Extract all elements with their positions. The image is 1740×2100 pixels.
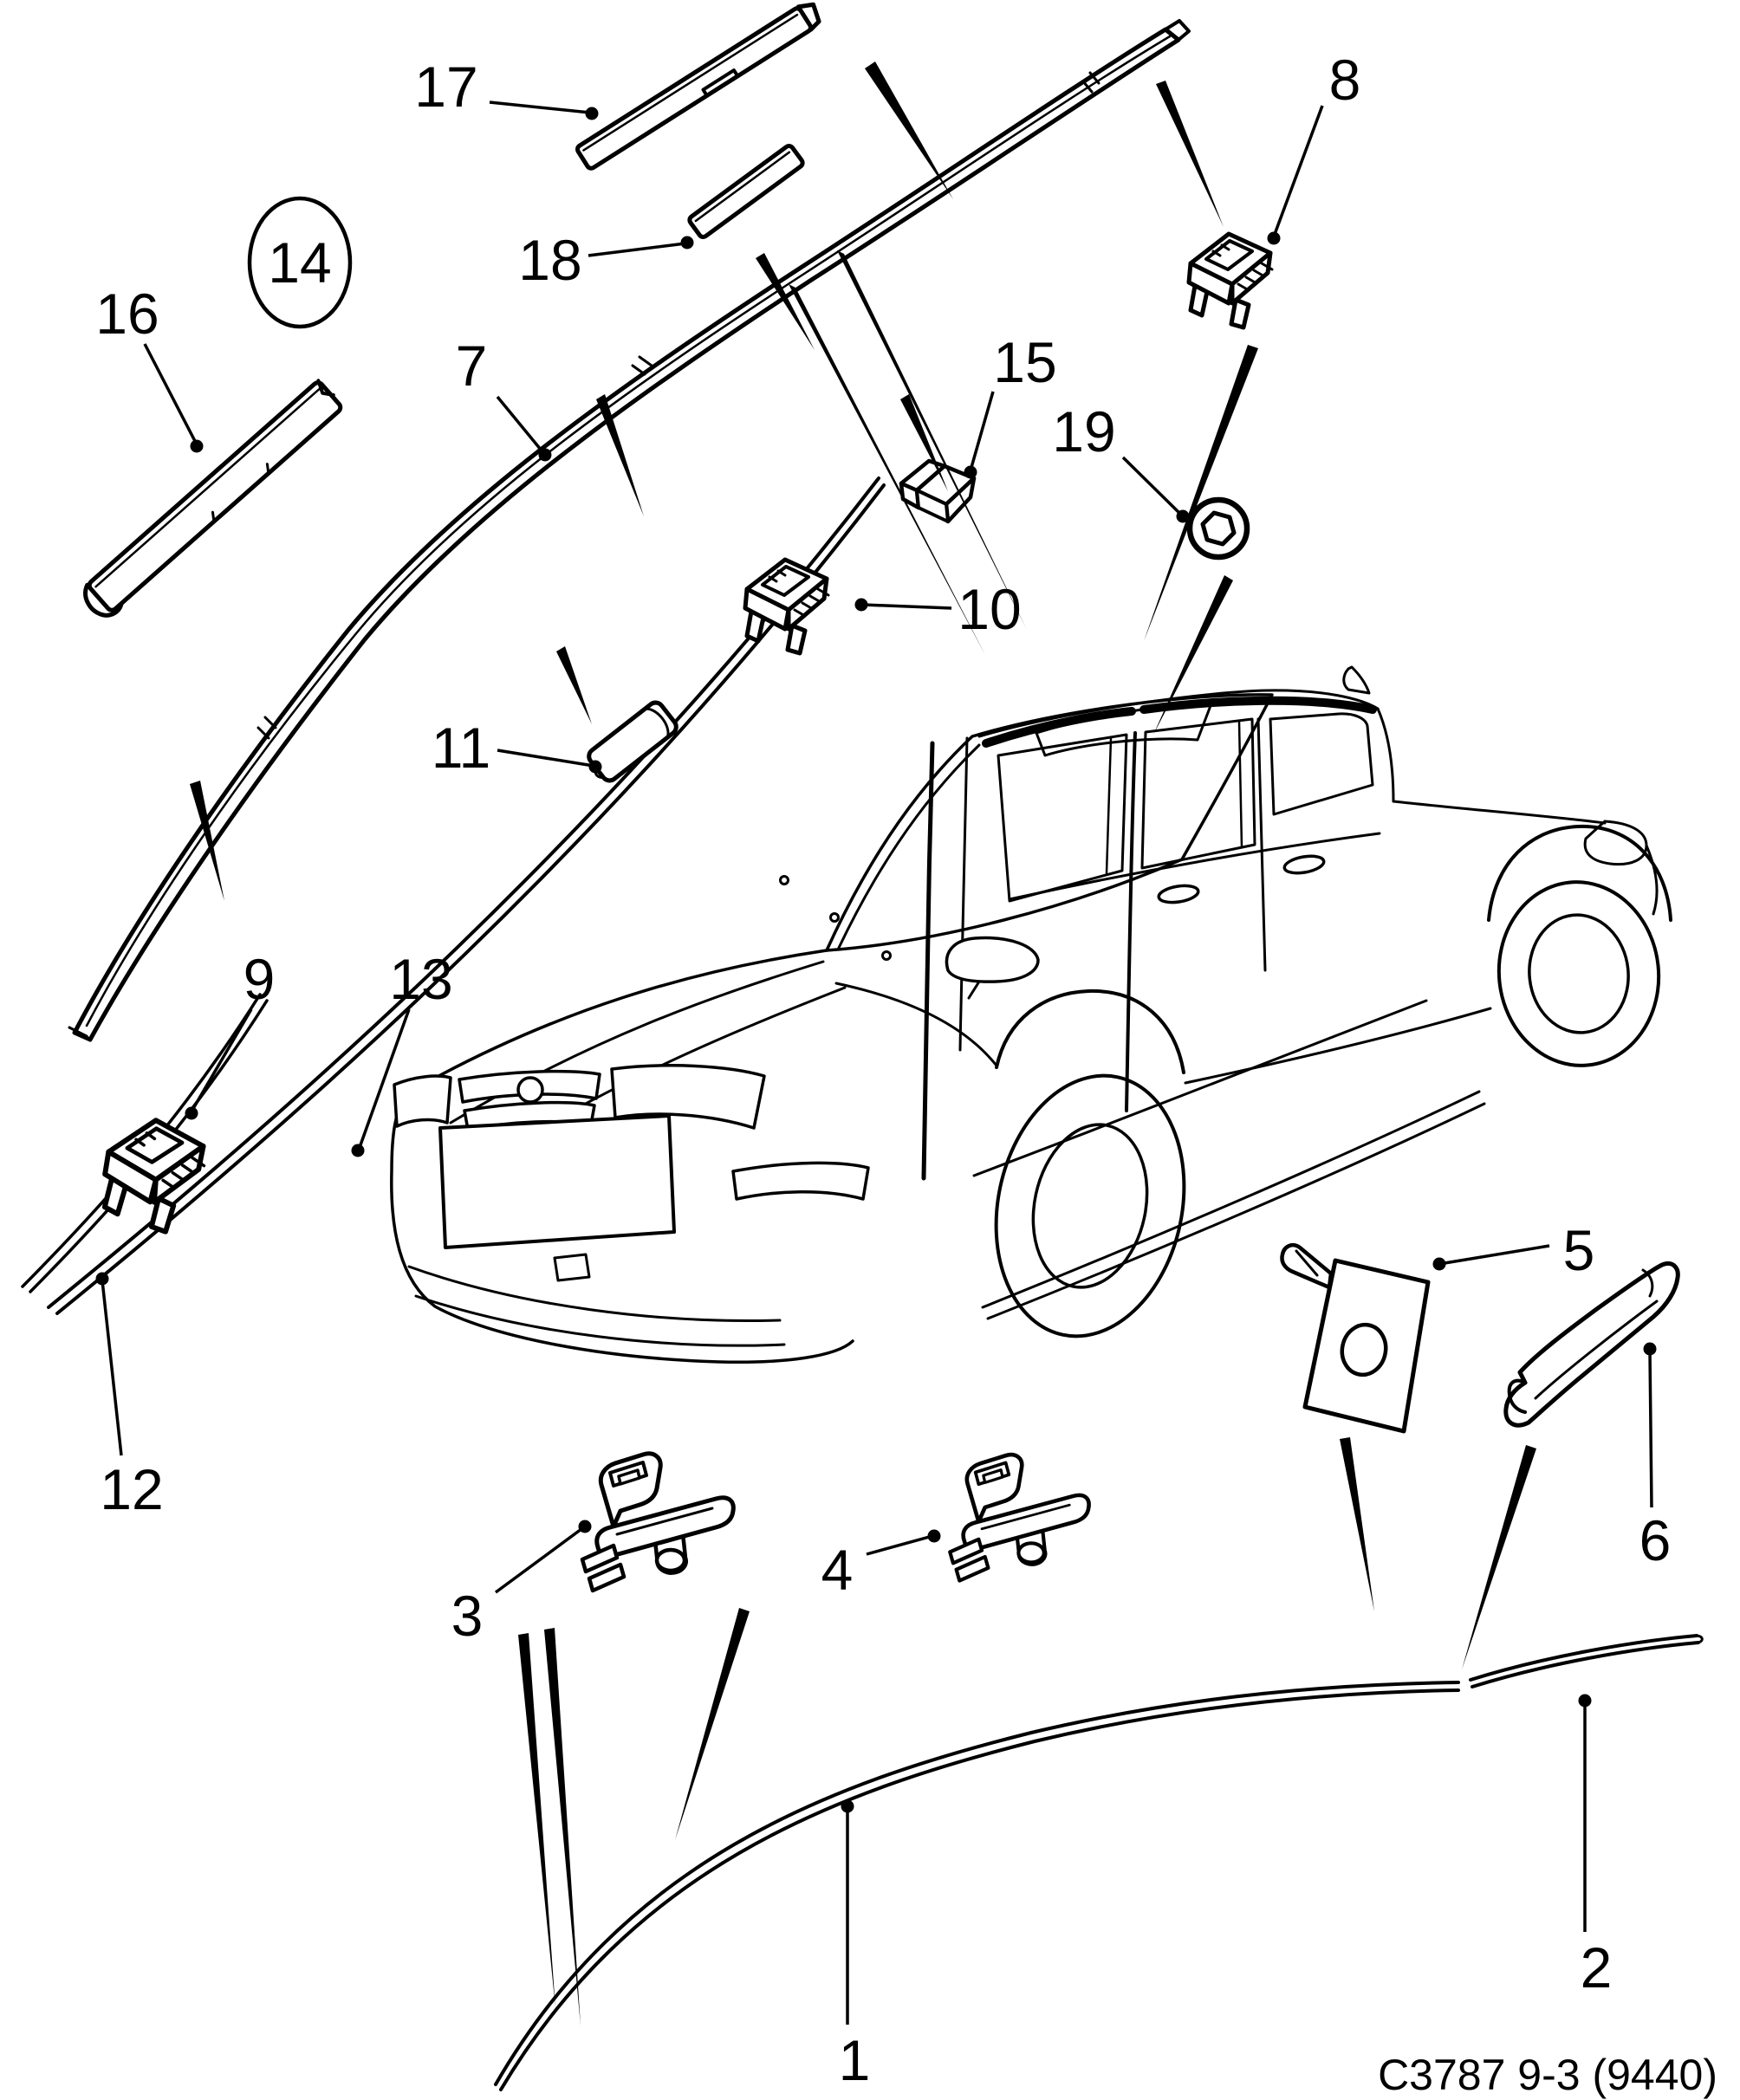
label-circle-14 <box>247 196 353 329</box>
leader-line-5 <box>1438 1244 1550 1266</box>
part-2-lower-strip <box>1469 1634 1704 1688</box>
part-label-8: 8 <box>1329 48 1361 112</box>
car-rear-wheel <box>1497 880 1661 1067</box>
leader-line-11 <box>497 749 594 768</box>
part-label-7: 7 <box>456 334 488 398</box>
leader-dot-19 <box>1176 509 1190 523</box>
part-label-3: 3 <box>451 1584 484 1648</box>
part-3-clip <box>582 1454 733 1591</box>
car-front-outline <box>390 949 854 1364</box>
car-front-door-window <box>997 733 1128 903</box>
part-8-clip <box>1189 234 1272 327</box>
leader-line-8 <box>1272 105 1324 237</box>
car-quarter-window <box>1269 712 1374 816</box>
leader-line-13 <box>356 1008 411 1153</box>
leader-dot-10 <box>854 598 868 612</box>
car-bumper-vent <box>731 1161 870 1201</box>
part-label-10: 10 <box>958 577 1021 641</box>
caption: C3787 9-3 (9440) <box>1378 2051 1717 2099</box>
leader-line-9 <box>190 1008 253 1112</box>
leader-line-15 <box>969 391 995 471</box>
car-rear-door-window <box>1140 717 1256 870</box>
leader-line-4 <box>866 1534 933 1556</box>
part-1-lower-strip <box>494 1681 1460 2091</box>
leader-dot-15 <box>964 465 977 479</box>
part-11-spacer <box>587 700 678 783</box>
part-label-19: 19 <box>1052 399 1115 463</box>
part-label-11: 11 <box>432 716 491 780</box>
car-emblem <box>516 1076 544 1104</box>
leader-dot-11 <box>588 760 602 774</box>
car-tow-hook-cover <box>553 1253 591 1282</box>
part-18-cover-strip <box>687 143 805 240</box>
car-headlight-right <box>610 1064 766 1130</box>
leader-line-10 <box>862 603 952 610</box>
leader-dot-5 <box>1432 1257 1446 1271</box>
car-taillight <box>1583 820 1648 866</box>
part-label-12: 12 <box>100 1457 163 1521</box>
leader-line-17 <box>489 100 591 114</box>
part-4-clip <box>950 1455 1088 1580</box>
part-label-14: 14 <box>268 230 331 295</box>
leader-line-16 <box>143 343 198 445</box>
leader-dot-12 <box>95 1272 109 1286</box>
leader-line-18 <box>588 242 686 257</box>
leader-line-6 <box>1648 1351 1653 1508</box>
car-door-handle-front <box>1157 884 1200 904</box>
part-10-clip <box>745 560 828 653</box>
part-19-nut <box>1186 496 1250 561</box>
part-9-clip <box>101 1117 207 1234</box>
part-17-cover-strip <box>575 2 821 171</box>
part-label-16: 16 <box>95 282 159 346</box>
car-front-wheel-arch <box>995 988 1185 1074</box>
part-16-end-molding <box>83 379 343 618</box>
pointer-arrows <box>190 62 1536 2025</box>
leader-dot-7 <box>538 448 552 462</box>
car-front-wheel <box>994 1073 1186 1338</box>
car-side-mirror <box>945 936 1040 983</box>
car-windshield <box>825 693 1274 952</box>
part-5-plate <box>1280 1243 1431 1434</box>
leader-dot-2 <box>1578 1694 1592 1708</box>
part-label-18: 18 <box>518 228 581 292</box>
part-15-clip <box>899 458 977 524</box>
car-door-handle-rear <box>1282 854 1326 875</box>
part-label-13: 13 <box>389 947 452 1011</box>
leader-dot-18 <box>680 236 694 250</box>
leader-dot-8 <box>1267 231 1281 245</box>
car-illustration <box>390 665 1672 1364</box>
leader-line-7 <box>496 395 547 457</box>
leader-dot-9 <box>185 1106 198 1120</box>
leader-dot-16 <box>190 439 204 453</box>
part-label-6: 6 <box>1639 1508 1672 1572</box>
car-license-plate <box>438 1114 676 1249</box>
part-label-4: 4 <box>821 1538 854 1602</box>
leader-dot-17 <box>585 107 599 120</box>
leader-dot-6 <box>1643 1342 1657 1356</box>
leader-dot-1 <box>841 1799 854 1813</box>
leader-line-12 <box>101 1280 123 1456</box>
part-label-2: 2 <box>1581 1935 1613 2000</box>
car-headlight-left <box>393 1074 452 1128</box>
part-6-end-cap <box>1503 1261 1680 1428</box>
leader-dot-13 <box>351 1144 365 1157</box>
car-sunroof <box>1035 702 1213 757</box>
car-roof-edge <box>977 689 1380 738</box>
part-label-9: 9 <box>243 947 276 1011</box>
car-rear-wheel-arch <box>1487 824 1672 922</box>
leader-dot-3 <box>578 1520 592 1533</box>
leader-line-19 <box>1121 456 1183 516</box>
leader-dot-4 <box>927 1529 941 1543</box>
part-label-15: 15 <box>993 330 1056 394</box>
part-label-1: 1 <box>839 2028 871 2092</box>
part-7-roof-molding <box>68 19 1191 1042</box>
part-label-17: 17 <box>414 55 477 119</box>
leader-line-3 <box>494 1525 587 1594</box>
car-antenna <box>1342 665 1371 695</box>
part-label-5: 5 <box>1563 1218 1595 1282</box>
